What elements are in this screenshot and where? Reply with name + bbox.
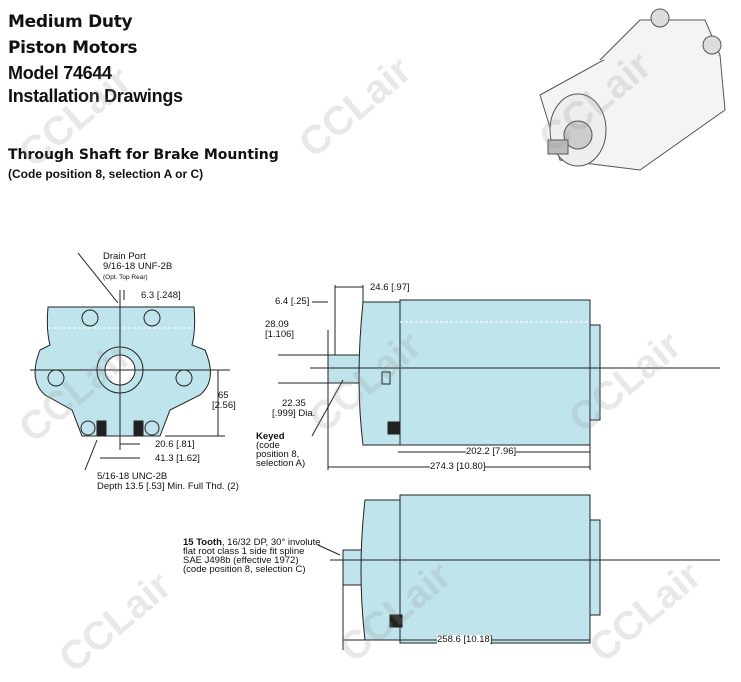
dim-key-in: [1.106] xyxy=(265,329,295,340)
keyed-note-3: selection A) xyxy=(256,458,306,469)
dim-overall-keyed: 274.3 [10.80] xyxy=(430,461,486,472)
spline-line-2: flat root class 1 side fit spline xyxy=(183,546,305,557)
title-line-1: Medium Duty xyxy=(8,12,133,32)
dim-height-in: [2.56] xyxy=(212,400,236,411)
keyed-note-1: (code xyxy=(256,440,280,451)
title-line-4: Installation Drawings xyxy=(8,86,183,106)
spline-line-0: 15 Tooth, 16/32 DP, 30° involute xyxy=(183,538,321,548)
section-subtitle: (Code position 8, selection A or C) xyxy=(8,167,204,181)
title-line-2: Piston Motors xyxy=(8,38,138,58)
spline-line-1: , 16/32 DP, 30° involute xyxy=(221,537,321,548)
dim-step: 6.4 [.25] xyxy=(275,296,310,307)
spline-line-4: (code position 8, selection C) xyxy=(183,564,306,575)
spline-line-3: SAE J498b (effective 1972) xyxy=(183,555,299,566)
drain-note-label: (Opt. Top Rear) xyxy=(103,274,148,281)
motor-illustration xyxy=(539,8,726,171)
drawings xyxy=(30,8,726,650)
title-line-3: Model 74644 xyxy=(8,63,112,83)
keyed-title: Keyed xyxy=(256,431,285,442)
keyed-note-2: position 8, xyxy=(256,449,300,460)
side-view-keyed xyxy=(327,299,601,446)
dim-full: 41.3 [1.62] xyxy=(155,453,200,464)
dim-height: 65 xyxy=(218,390,229,401)
spline-title: 15 Tooth xyxy=(183,537,222,548)
thread-depth-label: Depth 13.5 [.53] Min. Full Thd. (2) xyxy=(97,481,239,492)
dim-key: 28.09 xyxy=(265,319,289,330)
side-view-spline xyxy=(342,494,601,644)
dim-flange: 24.6 [.97] xyxy=(370,282,410,293)
drain-thread-label: 9/16-18 UNF-2B xyxy=(103,261,173,272)
dim-half: 20.6 [.81] xyxy=(155,439,195,450)
thread-label: 5/16-18 UNC-2B xyxy=(97,471,168,482)
dim-dia-in: [.999] Dia. xyxy=(272,408,316,419)
dim-offset: 6.3 [.248] xyxy=(141,290,181,301)
section-title: Through Shaft for Brake Mounting xyxy=(8,147,279,163)
dim-body: 202.2 [7.96] xyxy=(466,446,517,457)
dim-dia: 22.35 xyxy=(282,398,306,409)
dim-overall-spline: 258.6 [10.18] xyxy=(437,634,493,645)
drain-port-label: Drain Port xyxy=(103,251,146,262)
